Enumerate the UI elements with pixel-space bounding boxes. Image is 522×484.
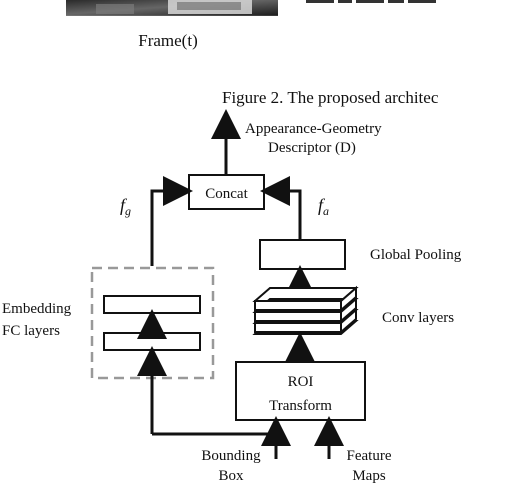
frame-label: Frame(t) [138, 31, 197, 50]
output-label-line2: Descriptor (D) [268, 140, 356, 156]
global-pooling-label: Global Pooling [370, 247, 462, 263]
feature-label-line2: Maps [352, 468, 385, 484]
roi-label-line1: ROI [288, 374, 314, 390]
left-branch-arrow [150, 176, 193, 266]
bbox-label-line2: Box [218, 468, 244, 484]
global-pooling-box [259, 239, 346, 270]
embedding-layer-top [103, 295, 201, 314]
output-label-line1: Appearance-Geometry [245, 121, 382, 137]
bbox-label-line1: Bounding [201, 448, 261, 464]
concat-label: Concat [205, 186, 248, 202]
cropped-graphic [306, 0, 436, 3]
feature-label-line1: Feature [347, 448, 392, 464]
right-branch-arrow [260, 176, 302, 240]
fa-symbol: fa [318, 195, 329, 218]
figure-caption: Figure 2. The proposed architec [222, 88, 439, 107]
bbox-branch-arrow [152, 416, 291, 446]
concat-box [188, 174, 265, 210]
roi-label-line2: Transform [269, 398, 332, 414]
embedding-label-line1: Embedding [2, 301, 72, 317]
conv-layers-label: Conv layers [382, 310, 454, 326]
frame-image [66, 0, 278, 17]
embedding-layer-bottom [103, 332, 201, 351]
conv-layers-stack [252, 285, 359, 335]
roi-transform-box [235, 361, 366, 421]
fg-symbol: fg [120, 195, 131, 218]
embedding-label-line2: FC layers [2, 323, 60, 339]
